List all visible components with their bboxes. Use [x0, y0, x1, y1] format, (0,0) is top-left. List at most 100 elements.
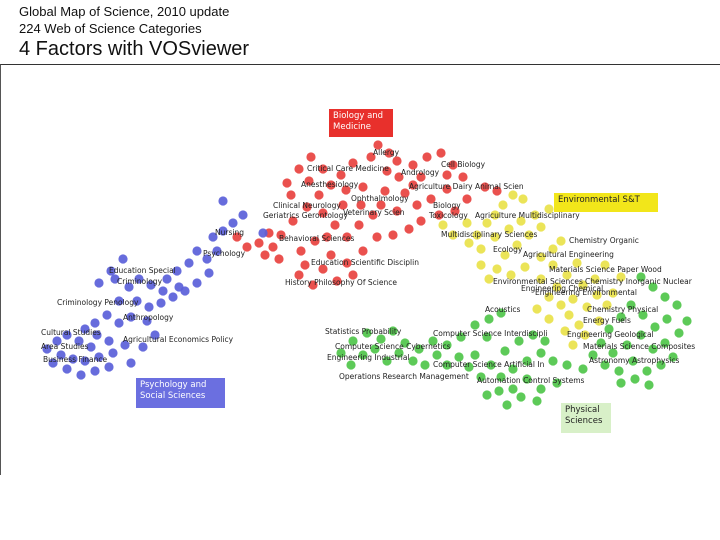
node-psy: [258, 228, 268, 238]
node-psy: [144, 302, 154, 312]
node-env: [472, 230, 482, 240]
node-phys: [600, 360, 610, 370]
node-bio: [260, 250, 270, 260]
node-bio: [416, 172, 426, 182]
node-env: [608, 288, 618, 298]
category-label: Critical Care Medicine: [307, 164, 389, 173]
node-phys: [346, 360, 356, 370]
category-label: Chemistry Organic: [569, 236, 639, 245]
node-bio: [294, 270, 304, 280]
node-env: [476, 244, 486, 254]
node-psy: [62, 364, 72, 374]
node-env: [616, 272, 626, 282]
node-env: [492, 264, 502, 274]
node-phys: [428, 336, 438, 346]
category-label: Materials Science Paper Wood: [549, 265, 662, 274]
node-phys: [522, 374, 532, 384]
node-env: [564, 310, 574, 320]
node-phys: [370, 344, 380, 354]
node-phys: [562, 360, 572, 370]
node-phys: [628, 356, 638, 366]
node-env: [580, 330, 590, 340]
cluster-label-environmental: Environmental S&T: [554, 193, 658, 212]
category-label: Business Finance: [43, 355, 108, 364]
node-psy: [110, 274, 120, 284]
node-phys: [336, 348, 346, 358]
node-phys: [484, 314, 494, 324]
node-env: [476, 260, 486, 270]
category-label: Agriculture Dairy Animal Scien: [409, 182, 524, 191]
node-psy: [158, 286, 168, 296]
node-psy: [134, 274, 144, 284]
node-bio: [376, 200, 386, 210]
node-bio: [372, 232, 382, 242]
node-env: [548, 260, 558, 270]
node-bio: [412, 200, 422, 210]
node-bio: [356, 200, 366, 210]
node-phys: [630, 374, 640, 384]
node-bio: [294, 164, 304, 174]
node-phys: [614, 366, 624, 376]
node-env: [560, 326, 570, 336]
node-bio: [342, 258, 352, 268]
node-bio: [416, 216, 426, 226]
node-env: [552, 282, 562, 292]
node-phys: [662, 314, 672, 324]
node-bio: [318, 208, 328, 218]
node-phys: [578, 364, 588, 374]
category-label: Allergy: [373, 148, 400, 157]
node-bio: [434, 210, 444, 220]
cluster-label-text: Psychology and Social Sciences: [140, 380, 207, 401]
node-bio: [348, 270, 358, 280]
cluster-label-text: Biology and Medicine: [333, 111, 384, 132]
node-phys: [414, 344, 424, 354]
category-label: Statistics Probability: [325, 327, 402, 336]
node-phys: [508, 364, 518, 374]
category-label: Geriatrics Gerontology: [263, 211, 348, 220]
node-psy: [108, 348, 118, 358]
node-psy: [204, 268, 214, 278]
node-env: [462, 218, 472, 228]
node-env: [508, 190, 518, 200]
category-label: Area Studies: [41, 342, 89, 351]
node-bio: [242, 242, 252, 252]
node-phys: [496, 372, 506, 382]
node-phys: [508, 384, 518, 394]
node-psy: [80, 324, 90, 334]
node-env: [504, 224, 514, 234]
node-psy: [138, 342, 148, 352]
node-env: [556, 300, 566, 310]
node-bio: [358, 182, 368, 192]
category-label: Anesthesiology: [301, 180, 359, 189]
node-phys: [482, 390, 492, 400]
node-psy: [74, 336, 84, 346]
node-phys: [420, 360, 430, 370]
node-phys: [514, 336, 524, 346]
node-bio: [373, 140, 383, 150]
node-bio: [458, 172, 468, 182]
category-label: Engineering Environmental: [535, 288, 637, 297]
category-label: Psychology: [203, 249, 246, 258]
node-env: [490, 210, 500, 220]
node-psy: [184, 258, 194, 268]
node-bio: [480, 182, 490, 192]
node-phys: [408, 356, 418, 366]
node-phys: [650, 322, 660, 332]
category-label: Multidisciplinary Sciences: [441, 230, 538, 239]
node-bio: [296, 246, 306, 256]
cluster-label-biology-medicine: Biology and Medicine: [329, 109, 393, 137]
category-label: Agricultural Engineering: [523, 250, 614, 259]
node-psy: [150, 330, 160, 340]
node-psy: [52, 336, 62, 346]
node-env: [594, 316, 604, 326]
node-phys: [682, 316, 692, 326]
node-psy: [104, 336, 114, 346]
node-phys: [516, 392, 526, 402]
node-psy: [168, 292, 178, 302]
node-env: [536, 222, 546, 232]
page-title: 4 Factors with VOSviewer: [19, 38, 250, 60]
node-bio: [254, 238, 264, 248]
node-psy: [126, 358, 136, 368]
